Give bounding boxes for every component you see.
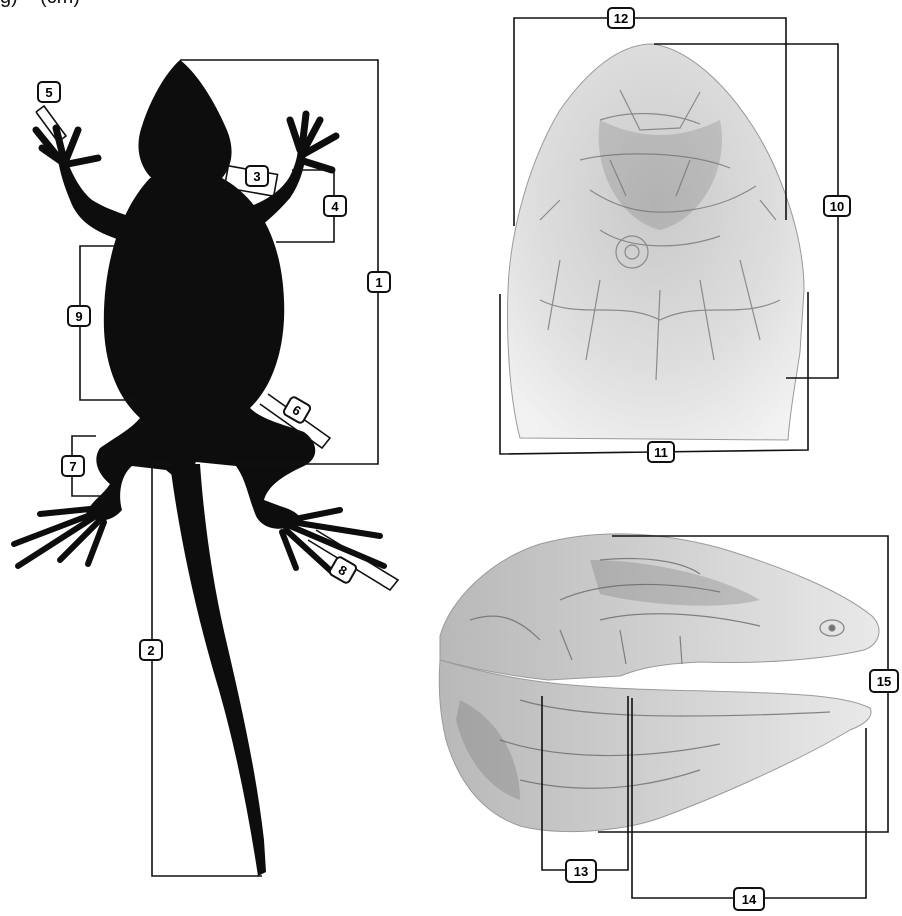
label-8: 8 bbox=[328, 556, 357, 584]
lizard-hind-left-foot bbox=[14, 508, 104, 566]
label-3: 3 bbox=[246, 166, 268, 186]
label-13: 13 bbox=[566, 860, 596, 882]
label-10: 10 bbox=[824, 196, 850, 216]
svg-text:13: 13 bbox=[574, 864, 588, 879]
label-14: 14 bbox=[734, 888, 764, 910]
lizard-head bbox=[138, 60, 231, 182]
svg-text:4: 4 bbox=[331, 199, 339, 214]
label-7: 7 bbox=[62, 456, 84, 476]
svg-text:1: 1 bbox=[375, 275, 382, 290]
label-4: 4 bbox=[324, 196, 346, 216]
bracket-2 bbox=[152, 464, 262, 876]
label-11: 11 bbox=[648, 442, 674, 462]
svg-text:3: 3 bbox=[253, 169, 260, 184]
svg-text:2: 2 bbox=[147, 643, 154, 658]
label-2: 2 bbox=[140, 640, 162, 660]
label-15: 15 bbox=[870, 670, 898, 692]
svg-text:15: 15 bbox=[877, 674, 891, 689]
lizard-front-left-arm bbox=[58, 158, 140, 240]
head-dorsal-view bbox=[508, 44, 805, 440]
label-6: 6 bbox=[282, 396, 311, 424]
label-5: 5 bbox=[38, 82, 60, 102]
svg-text:11: 11 bbox=[654, 445, 668, 460]
lizard-front-left-hand bbox=[36, 128, 98, 164]
label-12: 12 bbox=[608, 8, 634, 28]
svg-text:14: 14 bbox=[742, 892, 757, 907]
svg-text:9: 9 bbox=[75, 309, 82, 324]
head-lateral-view bbox=[439, 534, 879, 832]
svg-text:5: 5 bbox=[45, 85, 52, 100]
cropped-caption: g) – (cm) bbox=[0, 0, 80, 9]
svg-text:7: 7 bbox=[69, 459, 76, 474]
head-dorsal-outline bbox=[508, 44, 805, 440]
lizard-front-right-hand bbox=[290, 114, 336, 170]
label-1: 1 bbox=[368, 272, 390, 292]
label-9: 9 bbox=[68, 306, 90, 326]
svg-text:10: 10 bbox=[830, 199, 844, 214]
lizard-tail bbox=[170, 464, 266, 876]
upper-jaw bbox=[440, 534, 879, 680]
svg-text:12: 12 bbox=[614, 11, 628, 26]
